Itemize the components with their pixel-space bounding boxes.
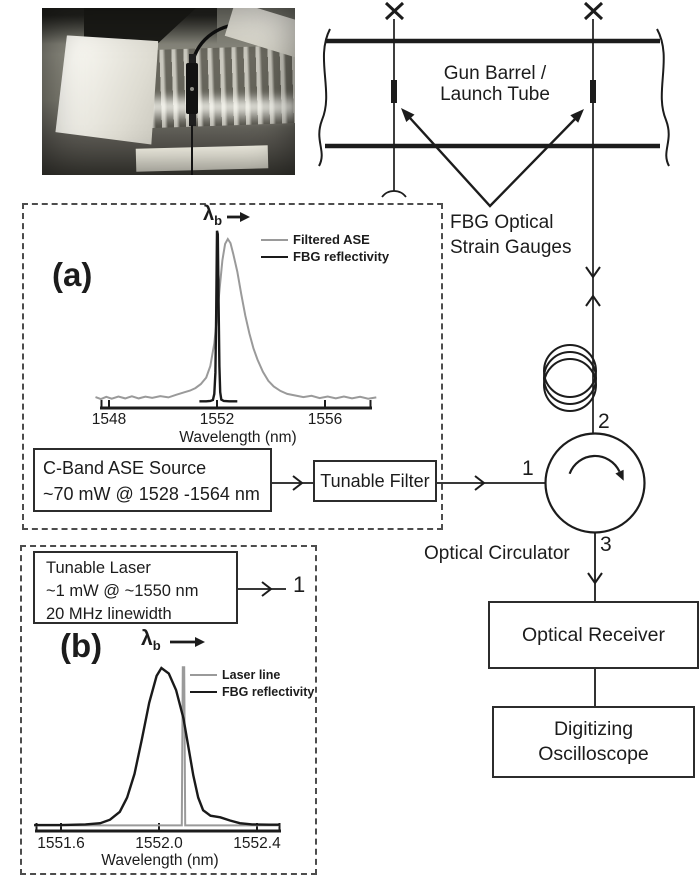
- laser-port-label: 1: [293, 572, 306, 597]
- right-chevron-icon: [474, 475, 486, 491]
- inset-b-lambda: λb: [141, 627, 161, 653]
- inset-a-tick-1556: 1556: [307, 411, 343, 428]
- optical-receiver-label: Optical Receiver: [521, 623, 666, 646]
- optical-circulator-symbol: [544, 432, 646, 534]
- barrel-break-right: [656, 28, 670, 167]
- arrowhead-icon: [570, 109, 584, 123]
- gun-barrel-label: Gun Barrel / Launch Tube: [405, 63, 585, 105]
- oscilloscope-box: Digitizing Oscilloscope: [492, 706, 695, 778]
- ase-source-line1: C-Band ASE Source: [43, 458, 207, 478]
- up-chevron-icon: [585, 294, 601, 307]
- barrel-break-left: [318, 28, 331, 167]
- legend-label: FBG reflectivity: [222, 684, 315, 699]
- legend-swatch-black: [190, 690, 217, 693]
- legend-swatch-gray: [261, 238, 288, 241]
- fiber-termination-x-icons: [384, 1, 604, 21]
- optical-receiver-box: Optical Receiver: [488, 601, 699, 669]
- fbg-photo: [42, 8, 295, 175]
- circulator-port3-label: 3: [600, 533, 612, 556]
- gauge-pointer-arrows: [401, 108, 584, 208]
- oscilloscope-line1: Digitizing: [553, 718, 634, 740]
- tunable-laser-box: Tunable Laser ~1 mW @ ~1550 nm 20 MHz li…: [33, 551, 238, 624]
- tunable-laser-line2: ~1 mW @ ~1550 nm: [46, 582, 199, 600]
- legend-row: FBG reflectivity: [261, 248, 389, 265]
- arrowhead-icon: [615, 469, 624, 481]
- legend-swatch-black: [261, 255, 288, 258]
- lambda-symbol: λ: [203, 203, 215, 225]
- legend-swatch-gray: [190, 674, 217, 677]
- inset-b-tick-1551-6: 1551.6: [37, 835, 85, 852]
- ase-source-line2: ~70 mW @ 1528 -1564 nm: [43, 484, 260, 504]
- photo-sensor-ferrule-bottom: [189, 112, 196, 126]
- circulator-port1-label: 1: [522, 457, 534, 480]
- tunable-laser-line1: Tunable Laser: [46, 559, 151, 577]
- lambda-subscript: b: [214, 213, 223, 228]
- tunable-laser-line3: 20 MHz linewidth: [46, 605, 172, 623]
- tunable-filter-label: Tunable Filter: [320, 470, 430, 491]
- legend-row: Filtered ASE: [261, 231, 389, 248]
- lambda-subscript: b: [152, 638, 161, 654]
- legend-row: FBG reflectivity: [190, 684, 314, 701]
- fiber-coil-icon: [543, 344, 597, 412]
- circulator-port2-label: 2: [598, 410, 610, 433]
- down-chevron-icon: [585, 266, 601, 279]
- oscilloscope-line2: Oscilloscope: [538, 743, 649, 765]
- circulator-label: Optical Circulator: [424, 543, 570, 564]
- photo-sensor-screw: [190, 87, 194, 91]
- arrowhead-icon: [401, 108, 415, 122]
- legend-row: Laser line: [190, 667, 314, 684]
- inset-a-lambda: λb: [203, 203, 222, 228]
- lambda-symbol: λ: [141, 627, 153, 650]
- fiber-break-squiggle: [381, 190, 407, 198]
- down-chevron-icon: [587, 572, 603, 585]
- legend-label: FBG reflectivity: [293, 249, 390, 264]
- inset-b-tick-1552-4: 1552.4: [233, 835, 281, 852]
- inset-a-legend: Filtered ASE FBG reflectivity: [261, 231, 389, 265]
- gun-barrel-label-line1: Gun Barrel /: [443, 63, 547, 84]
- legend-label: Laser line: [222, 668, 281, 683]
- legend-label: Filtered ASE: [293, 232, 370, 247]
- x-mark-icon: [384, 1, 405, 21]
- strain-gauges-label-line1: FBG Optical: [450, 212, 554, 233]
- x-mark-icon: [583, 1, 604, 21]
- inset-a-tick-1548: 1548: [91, 411, 127, 428]
- circulator-direction-arc: [568, 454, 621, 475]
- tunable-filter-box: Tunable Filter: [313, 460, 437, 502]
- inset-b-panel: [20, 545, 317, 875]
- photo-sensor-ferrule-top: [189, 54, 196, 66]
- inset-a-panel: [22, 203, 443, 530]
- inset-b-xlabel: Wavelength (nm): [101, 852, 219, 869]
- inset-a-label: (a): [52, 256, 93, 293]
- inset-a-xlabel: Wavelength (nm): [179, 429, 297, 446]
- strain-gauges-label-line2: Strain Gauges: [450, 236, 572, 258]
- inset-b-label: (b): [60, 627, 103, 664]
- strain-gauges-label: FBG Optical Strain Gauges: [450, 211, 571, 260]
- ase-source-box: C-Band ASE Source ~70 mW @ 1528 -1564 nm: [33, 448, 272, 512]
- inset-b-tick-1552-0: 1552.0: [135, 835, 183, 852]
- photo-vignette: [42, 8, 295, 175]
- gun-barrel-label-line2: Launch Tube: [440, 84, 550, 105]
- inset-b-legend: Laser line FBG reflectivity: [190, 667, 314, 700]
- bidirectional-light-arrows: [585, 266, 601, 307]
- inset-a-tick-1552: 1552: [199, 411, 235, 428]
